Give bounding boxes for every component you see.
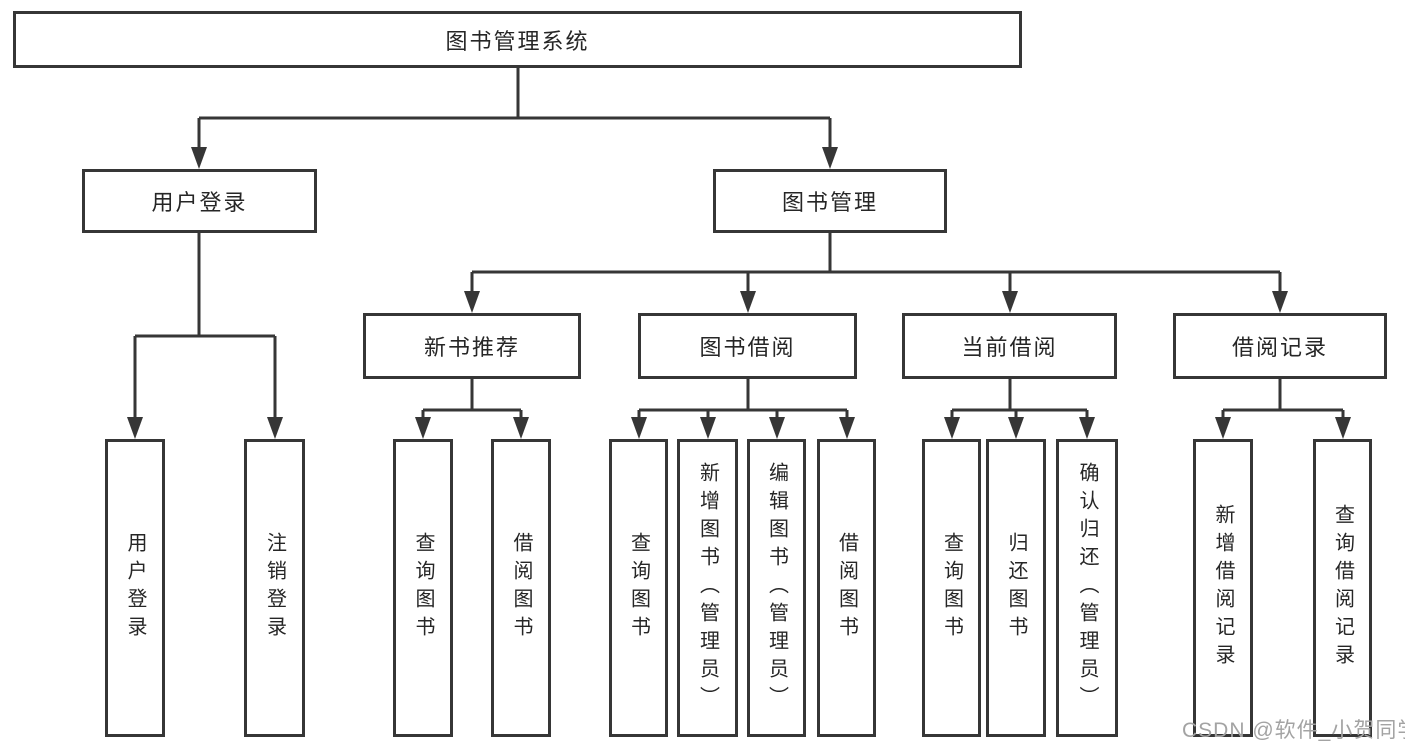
leaf-logout: 注销登录 (244, 439, 305, 737)
leaf-br-query-record: 查询借阅记录 (1313, 439, 1372, 737)
leaf-br-add-record-label: 新增借阅记录 (1212, 504, 1234, 672)
leaf-bb-query-books: 查询图书 (609, 439, 668, 737)
leaf-br-add-record: 新增借阅记录 (1193, 439, 1253, 737)
leaf-cb-confirm-return-label: 确认归还（管理员） (1076, 462, 1098, 714)
node-new-book-recommend-label: 新书推荐 (423, 335, 520, 360)
leaf-cb-query-books-label: 查询图书 (940, 532, 963, 644)
leaf-logout-label: 注销登录 (263, 532, 286, 644)
node-borrowing-records-label: 借阅记录 (1231, 335, 1328, 360)
leaf-bb-add-books: 新增图书（管理员） (677, 439, 738, 737)
leaf-nbr-borrow-books: 借阅图书 (491, 439, 551, 737)
arrowheads (127, 147, 1351, 439)
leaf-cb-confirm-return: 确认归还（管理员） (1056, 439, 1118, 737)
leaf-cb-return-books: 归还图书 (986, 439, 1046, 737)
node-system-label: 图书管理系统 (445, 28, 590, 54)
node-system: 图书管理系统 (13, 11, 1022, 68)
leaf-bb-add-books-label: 新增图书（管理员） (696, 462, 719, 714)
leaf-cb-query-books: 查询图书 (922, 439, 981, 737)
leaf-br-query-record-label: 查询借阅记录 (1331, 504, 1354, 672)
leaf-user-login: 用户登录 (105, 439, 165, 737)
leaf-bb-edit-books-label: 编辑图书（管理员） (765, 462, 788, 714)
node-borrowing-records: 借阅记录 (1173, 313, 1387, 379)
csdn-watermark: CSDN @软件_小贺同学 (1182, 719, 1405, 742)
leaf-bb-edit-books: 编辑图书（管理员） (747, 439, 806, 737)
node-book-management: 图书管理 (713, 169, 947, 233)
node-current-borrowing-label: 当前借阅 (961, 335, 1058, 360)
leaf-bb-query-books-label: 查询图书 (627, 532, 650, 644)
leaf-nbr-query-books-label: 查询图书 (412, 532, 434, 644)
leaf-user-login-label: 用户登录 (124, 532, 146, 644)
leaf-bb-borrow-books: 借阅图书 (817, 439, 876, 737)
node-book-borrowing-label: 图书借阅 (699, 335, 796, 360)
node-current-borrowing: 当前借阅 (902, 313, 1117, 379)
leaf-nbr-query-books: 查询图书 (393, 439, 453, 737)
node-user-login: 用户登录 (82, 169, 317, 233)
leaf-cb-return-books-label: 归还图书 (1005, 532, 1027, 644)
leaf-nbr-borrow-books-label: 借阅图书 (510, 532, 532, 644)
node-new-book-recommend: 新书推荐 (363, 313, 581, 379)
leaf-bb-borrow-books-label: 借阅图书 (835, 532, 858, 644)
node-book-management-label: 图书管理 (781, 190, 878, 215)
node-user-login-label: 用户登录 (151, 190, 248, 215)
node-book-borrowing: 图书借阅 (638, 313, 857, 379)
